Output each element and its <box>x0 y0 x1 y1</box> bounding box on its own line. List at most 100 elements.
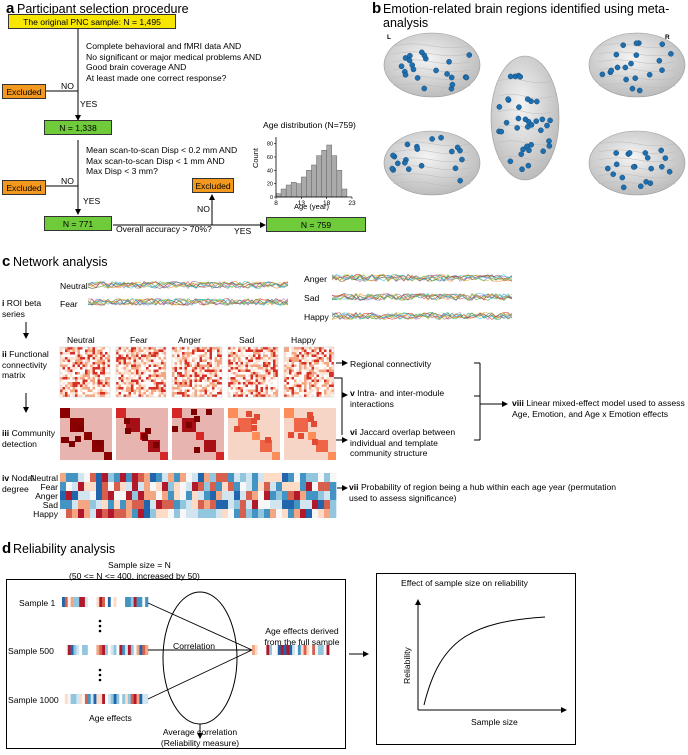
fc-matrix-cell <box>209 364 212 367</box>
fc-matrix-cell <box>163 362 166 365</box>
fc-matrix-cell <box>306 347 309 350</box>
fc-matrix-cell <box>248 387 251 390</box>
fc-matrix-cell <box>161 392 164 395</box>
full-sample-strip-cell <box>286 645 290 655</box>
fc-matrix-cell <box>182 384 185 387</box>
fc-matrix-cell <box>284 349 287 352</box>
fc-matrix-cell <box>248 392 251 395</box>
nodal-degree-cell <box>132 500 139 509</box>
fc-matrix-cell <box>75 372 78 375</box>
sample-1-strip-cell <box>90 597 94 607</box>
fc-matrix-cell <box>309 364 312 367</box>
fc-matrix-cell <box>174 382 177 385</box>
fc-matrix-cell <box>326 389 329 392</box>
fc-matrix-cell <box>107 389 110 392</box>
heat-row-anger: Anger <box>35 491 58 501</box>
fc-matrix-cell <box>102 359 105 362</box>
fc-matrix-cell <box>207 392 210 395</box>
fc-matrix-cell <box>275 377 278 380</box>
fc-matrix-cell <box>107 372 110 375</box>
fc-matrix-cell <box>248 372 251 375</box>
fc-matrix-cell <box>161 352 164 355</box>
sample-500-strip-cell <box>87 645 91 655</box>
fc-matrix-cell <box>329 374 332 377</box>
out-vii-text: Probability of region being a hub within… <box>349 482 617 503</box>
fc-matrix-cell <box>245 349 248 352</box>
fc-matrix-cell <box>192 379 195 382</box>
fc-matrix-cell <box>321 392 324 395</box>
fc-matrix-cell <box>138 389 141 392</box>
out-viii-num: viii <box>512 398 524 408</box>
age-effects-label: Age effects <box>89 713 132 723</box>
fc-matrix-cell <box>296 352 299 355</box>
fc-matrix-cell <box>187 347 190 350</box>
fc-matrix-cell <box>75 357 78 360</box>
fc-matrix-cell <box>143 347 146 350</box>
fc-matrix-cell <box>163 377 166 380</box>
brain-gyrus <box>393 67 471 73</box>
sample-1000-strip-cell <box>73 694 77 704</box>
fc-matrix-cell <box>158 369 161 372</box>
fc-matrix-cell <box>116 359 119 362</box>
fc-matrix-cell <box>77 349 80 352</box>
fc-matrix-cell <box>80 352 83 355</box>
nodal-degree-cell <box>210 500 217 509</box>
fc-matrix-cell <box>192 382 195 385</box>
fc-matrix-cell <box>202 367 205 370</box>
brain-gyrus <box>497 109 553 115</box>
fc-matrix-cell <box>161 354 164 357</box>
fc-matrix-cell <box>102 364 105 367</box>
nodal-degree-cell <box>330 482 337 491</box>
roi-node <box>662 155 669 161</box>
community-block <box>254 414 260 420</box>
fc-matrix-cell <box>60 369 63 372</box>
fc-matrix-cell <box>294 359 297 362</box>
fc-matrix-cell <box>238 392 241 395</box>
fc-matrix-cell <box>296 364 299 367</box>
fc-matrix-cell <box>270 374 273 377</box>
community-block <box>251 418 257 424</box>
fc-matrix-cell <box>131 367 134 370</box>
nodal-degree-cell <box>192 491 199 500</box>
fc-matrix-cell <box>316 392 319 395</box>
fc-matrix-cell <box>194 359 197 362</box>
brain-gyrus <box>393 51 471 57</box>
nodal-degree-cell <box>300 482 307 491</box>
fc-matrix-cell <box>136 369 139 372</box>
fc-matrix-cell <box>62 379 65 382</box>
fc-matrix-cell <box>291 362 294 365</box>
nodal-degree-cell <box>126 500 133 509</box>
fc-matrix-cell <box>202 359 205 362</box>
fc-matrix-cell <box>156 352 159 355</box>
fc-matrix-cell <box>304 364 307 367</box>
fc-matrix-cell <box>316 349 319 352</box>
fc-matrix-cell <box>182 394 185 397</box>
fc-matrix-cell <box>197 379 200 382</box>
fc-matrix-cell <box>70 382 73 385</box>
nodal-degree-cell <box>114 473 121 482</box>
community-block <box>84 432 92 440</box>
fc-matrix-cell <box>90 367 93 370</box>
left-hemisphere-label: L <box>387 34 391 41</box>
fc-matrix-cell <box>189 394 192 397</box>
fc-matrix-cell <box>273 379 276 382</box>
fc-matrix-cell <box>131 384 134 387</box>
fc-matrix-cell <box>179 387 182 390</box>
fc-matrix-cell <box>87 367 90 370</box>
fc-matrix-cell <box>311 392 314 395</box>
fc-matrix-cell <box>128 394 131 397</box>
nodal-degree-cell <box>312 491 319 500</box>
fc-matrix-cell <box>311 387 314 390</box>
fc-matrix-cell <box>116 352 119 355</box>
fc-matrix-cell <box>62 387 65 390</box>
fc-matrix-cell <box>202 394 205 397</box>
fc-matrix-cell <box>255 387 258 390</box>
fc-matrix-cell <box>148 379 151 382</box>
fc-matrix-cell <box>118 394 121 397</box>
fc-matrix-cell <box>233 382 236 385</box>
fc-matrix-cell <box>233 349 236 352</box>
fc-matrix-cell <box>121 377 124 380</box>
ellipsis-dot <box>98 624 102 628</box>
sample-1000-strip-cell <box>99 694 103 704</box>
fc-matrix-cell <box>263 379 266 382</box>
